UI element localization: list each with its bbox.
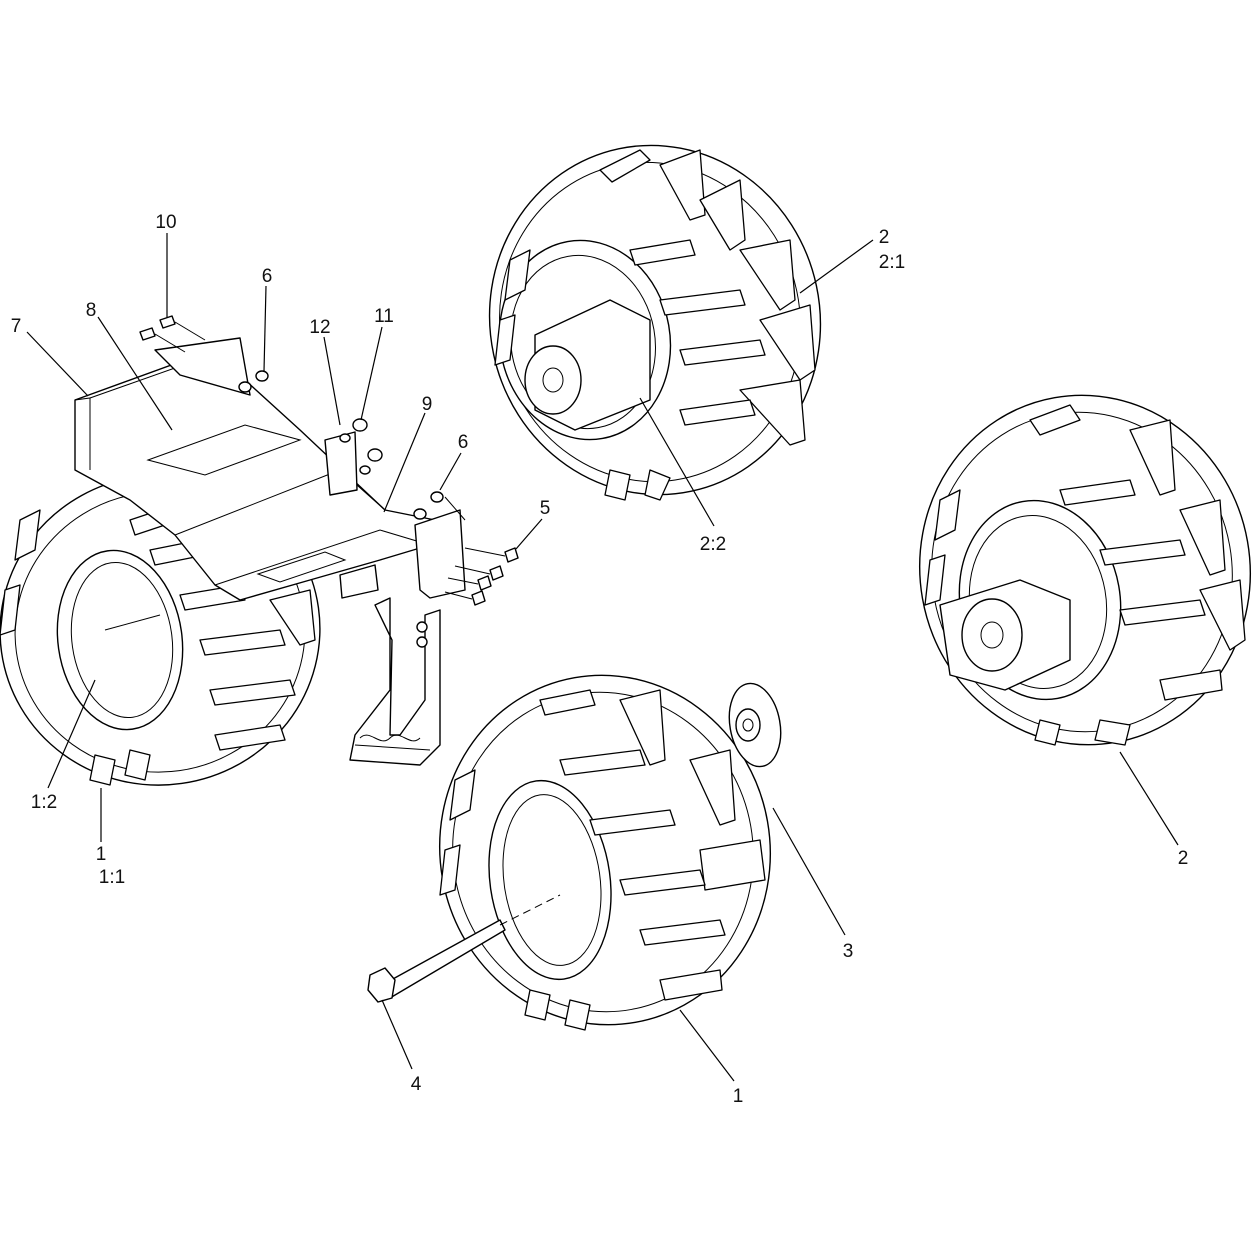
wheel-center: [438, 674, 772, 1031]
callout-2-1: 2:1: [879, 252, 905, 273]
callout-10: 10: [155, 212, 176, 233]
tread-lugs-center: [439, 689, 766, 1031]
step-bracket: [349, 597, 441, 766]
wheel-right: [918, 394, 1252, 746]
tread-lugs-left: [0, 504, 316, 786]
wheel-top-right: [488, 144, 822, 501]
callout-5: 5: [540, 498, 551, 519]
callout-1-bottom: 1: [733, 1086, 744, 1107]
bolts-5: [444, 547, 519, 606]
decal-8: [146, 424, 302, 476]
hardware-11-12: [339, 418, 383, 475]
callout-9: 9: [422, 394, 433, 415]
callout-6-top: 6: [262, 266, 273, 287]
callout-2-top: 2: [879, 227, 890, 248]
callout-2-2: 2:2: [700, 534, 726, 555]
tread-lugs-top-right: [494, 149, 816, 501]
callout-2-right: 2: [1178, 848, 1189, 869]
bolts-10: [139, 315, 206, 353]
axle-bolt-4: [367, 894, 561, 1003]
callout-4: 4: [411, 1074, 422, 1095]
leader-lines: [26, 233, 1179, 1082]
callout-7: 7: [11, 316, 22, 337]
nuts-6-mid: [413, 491, 466, 521]
hub-3: [728, 682, 782, 768]
fender-assembly: [74, 337, 466, 601]
callout-12: 12: [309, 317, 330, 338]
callout-1-1: 1:1: [99, 867, 125, 888]
nuts-6-top: [238, 370, 269, 393]
callout-1-2: 1:2: [31, 792, 57, 813]
callout-3: 3: [843, 941, 854, 962]
callout-11: 11: [374, 306, 394, 327]
callout-labels: 10 6 7 8 12 11 9 6 5 2 2:1 2:2 1:2 1 1:1…: [11, 212, 1189, 1107]
callout-6-mid: 6: [458, 432, 469, 453]
callout-8: 8: [86, 300, 97, 321]
tread-lugs-right: [924, 404, 1246, 746]
callout-1-left: 1: [96, 844, 107, 865]
